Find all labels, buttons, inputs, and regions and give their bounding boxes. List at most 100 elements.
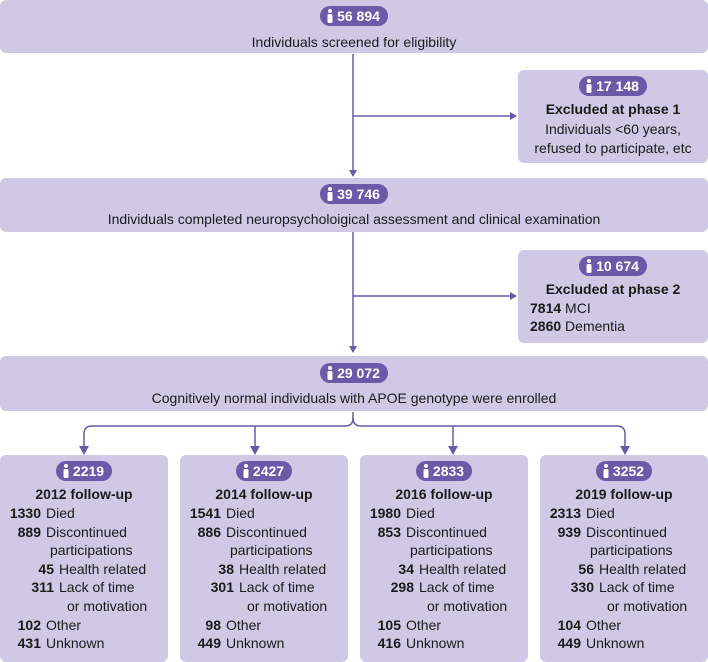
excluded-2-badge: 10 674 — [579, 256, 647, 276]
followup-badge: 2833 — [415, 461, 473, 481]
health-count: 38 — [218, 560, 234, 577]
excluded-1-line2: refused to participate, etc — [534, 140, 692, 156]
person-icon — [63, 464, 69, 478]
other-count: 104 — [557, 616, 581, 633]
lack-label: Lack of time — [59, 579, 135, 596]
motivation-label: or motivation — [607, 597, 688, 614]
excluded-1-box: 17 148 Excluded at phase 1 Individuals <… — [518, 70, 708, 163]
excluded-1-count: 17 148 — [596, 78, 639, 94]
unknown-label: Unknown — [406, 635, 465, 652]
unknown-count: 449 — [557, 635, 581, 652]
followup-count: 2219 — [72, 463, 105, 479]
person-icon — [327, 187, 333, 201]
excluded-2-item: 7814 MCI — [530, 299, 708, 317]
excluded-1-title: Excluded at phase 1 — [545, 101, 681, 117]
discontinued-count: 939 — [557, 523, 581, 540]
discontinued-count: 886 — [197, 523, 221, 540]
enrolled-box: 29 072 Cognitively normal individuals wi… — [0, 356, 708, 411]
assessed-box: 39 746 Individuals completed neuropsycho… — [0, 178, 708, 232]
lack-count: 311 — [31, 579, 54, 596]
health-count: 56 — [578, 560, 594, 577]
arrowhead-fu1 — [79, 446, 89, 455]
died-count: 1980 — [369, 505, 401, 521]
branch-connector — [83, 412, 354, 452]
participations-label: participations — [50, 542, 133, 559]
health-count: 34 — [398, 560, 414, 577]
arrowhead-fu2 — [250, 446, 260, 455]
unknown-count: 431 — [17, 635, 41, 652]
followup-title: 2016 follow-up — [395, 486, 493, 502]
unknown-label: Unknown — [46, 635, 105, 652]
participations-label: participations — [590, 542, 673, 559]
excluded-2-dementia-label: Dementia — [565, 318, 625, 334]
followup-badge: 2219 — [55, 461, 113, 481]
lack-label: Lack of time — [599, 579, 675, 596]
other-label: Other — [586, 616, 622, 633]
discontinued-label: Discontinued — [586, 523, 667, 540]
assessed-count: 39 746 — [337, 186, 380, 202]
unknown-label: Unknown — [226, 635, 285, 652]
screened-badge: 56 894 — [320, 6, 388, 26]
participations-label: participations — [410, 542, 493, 559]
lack-label: Lack of time — [419, 579, 495, 596]
followup-badge: 3252 — [595, 461, 653, 481]
assessed-label: Individuals completed neuropsycholoigica… — [107, 211, 601, 227]
assessed-badge: 39 746 — [320, 184, 388, 204]
followup-count: 3252 — [612, 463, 645, 479]
person-icon — [586, 79, 592, 93]
excluded-2-title: Excluded at phase 2 — [545, 281, 681, 297]
died-count: 1330 — [9, 505, 41, 521]
followup-title: 2019 follow-up — [575, 486, 673, 502]
followup-box-2014: 2427 2014 follow-up 1541 Died 886 Disconti… — [180, 455, 348, 662]
unknown-count: 449 — [197, 635, 221, 652]
arrowhead-fu4 — [620, 446, 630, 455]
died-count: 1541 — [189, 505, 221, 521]
discontinued-label: Discontinued — [46, 523, 127, 540]
followup-title: 2012 follow-up — [35, 486, 133, 502]
died-label: Died — [226, 505, 255, 521]
followup-count: 2427 — [252, 463, 285, 479]
died-label: Died — [406, 505, 435, 521]
excluded-2-box: 10 674 Excluded at phase 2 7814 MCI 2860… — [518, 250, 708, 343]
excluded-2-count: 10 674 — [596, 258, 639, 274]
enrolled-count: 29 072 — [337, 365, 380, 381]
followup-count: 2833 — [432, 463, 465, 479]
health-label: Health related — [239, 560, 327, 577]
person-icon — [327, 9, 333, 23]
unknown-count: 416 — [377, 635, 401, 652]
excluded-2-mci-count: 7814 — [530, 300, 562, 316]
died-label: Died — [586, 505, 615, 521]
person-icon — [423, 464, 429, 478]
other-label: Other — [226, 616, 262, 633]
screened-box: 56 894 Individuals screened for eligibil… — [0, 0, 708, 53]
lack-label: Lack of time — [239, 579, 315, 596]
died-label: Died — [46, 505, 75, 521]
motivation-label: or motivation — [427, 597, 508, 614]
person-icon — [243, 464, 249, 478]
followup-badge: 2427 — [235, 461, 293, 481]
person-icon — [603, 464, 609, 478]
other-count: 105 — [377, 616, 401, 633]
other-label: Other — [46, 616, 82, 633]
health-label: Health related — [59, 560, 147, 577]
followup-box-2012: 2219 2012 follow-up 1330 Died 889 Disconti… — [0, 455, 168, 662]
unknown-label: Unknown — [586, 635, 645, 652]
excluded-2-item: 2860 Dementia — [530, 317, 708, 335]
lack-count: 301 — [210, 579, 234, 596]
excluded-1-line1: Individuals <60 years, — [545, 121, 681, 137]
health-count: 45 — [38, 560, 54, 577]
enrolled-label: Cognitively normal individuals with APOE… — [151, 390, 557, 406]
discontinued-label: Discontinued — [226, 523, 307, 540]
discontinued-label: Discontinued — [406, 523, 487, 540]
lack-count: 298 — [390, 579, 414, 596]
other-count: 102 — [17, 616, 41, 633]
excluded-1-badge: 17 148 — [579, 76, 647, 96]
health-label: Health related — [599, 560, 687, 577]
followup-title: 2014 follow-up — [215, 486, 313, 502]
died-count: 2313 — [549, 505, 581, 521]
discontinued-count: 889 — [17, 523, 41, 540]
motivation-label: or motivation — [247, 597, 328, 614]
health-label: Health related — [419, 560, 507, 577]
